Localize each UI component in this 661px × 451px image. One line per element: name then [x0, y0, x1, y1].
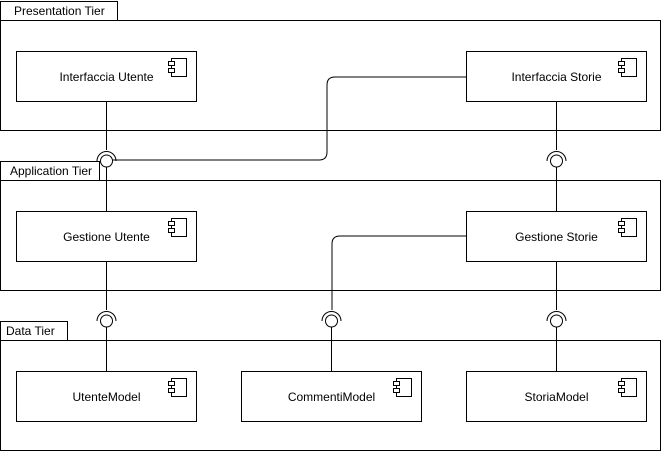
- component-label: CommentiModel: [288, 390, 375, 404]
- component-label: Gestione Storie: [515, 230, 598, 244]
- interface-socket: [546, 311, 567, 322]
- interfaces: [96, 151, 567, 328]
- connectors: [106, 76, 557, 371]
- interface-ball: [100, 154, 113, 168]
- interface-ball: [325, 314, 338, 328]
- component-gestione-storie[interactable]: Gestione Storie: [466, 211, 647, 262]
- interface-gestione-utente: [96, 151, 117, 168]
- interface-storia-model: [546, 311, 567, 328]
- interface-socket: [96, 311, 117, 322]
- component-utente-model[interactable]: UtenteModel: [16, 371, 197, 422]
- connector-gestione-storie-to-commenti: [331, 235, 466, 310]
- interface-ball: [100, 314, 113, 328]
- interface-socket: [321, 311, 342, 322]
- components: Interfaccia Utente Interfaccia Storie Ge…: [16, 51, 647, 422]
- interface-commenti-model: [321, 311, 342, 328]
- component-storia-model[interactable]: StoriaModel: [466, 371, 647, 422]
- tier-data-title: Data Tier: [6, 324, 55, 338]
- interface-socket: [546, 151, 567, 162]
- component-gestione-utente[interactable]: Gestione Utente: [16, 211, 197, 262]
- component-commenti-model[interactable]: CommentiModel: [241, 371, 422, 422]
- component-interfaccia-storie[interactable]: Interfaccia Storie: [466, 51, 647, 102]
- component-icon: [168, 58, 187, 77]
- interface-ball: [550, 154, 563, 168]
- component-icon: [618, 218, 637, 237]
- component-label: Gestione Utente: [63, 230, 150, 244]
- component-label: StoriaModel: [524, 390, 588, 404]
- component-interfaccia-utente[interactable]: Interfaccia Utente: [16, 51, 197, 102]
- interface-socket: [96, 151, 117, 162]
- component-label: Interfaccia Utente: [59, 70, 153, 84]
- interface-ball: [550, 314, 563, 328]
- tier-data: Data Tier: [0, 321, 661, 451]
- component-icon: [393, 378, 412, 397]
- interface-gestione-storie: [546, 151, 567, 168]
- tier-application-title: Application Tier: [10, 164, 92, 178]
- connector-interfaccia-storie-to-gestione-utente: [112, 76, 466, 161]
- component-icon: [168, 218, 187, 237]
- component-icon: [618, 58, 637, 77]
- component-icon: [168, 378, 187, 397]
- interface-utente-model: [96, 311, 117, 328]
- component-icon: [618, 378, 637, 397]
- component-label: UtenteModel: [72, 390, 140, 404]
- tier-presentation-title: Presentation Tier: [14, 4, 105, 18]
- component-label: Interfaccia Storie: [511, 70, 601, 84]
